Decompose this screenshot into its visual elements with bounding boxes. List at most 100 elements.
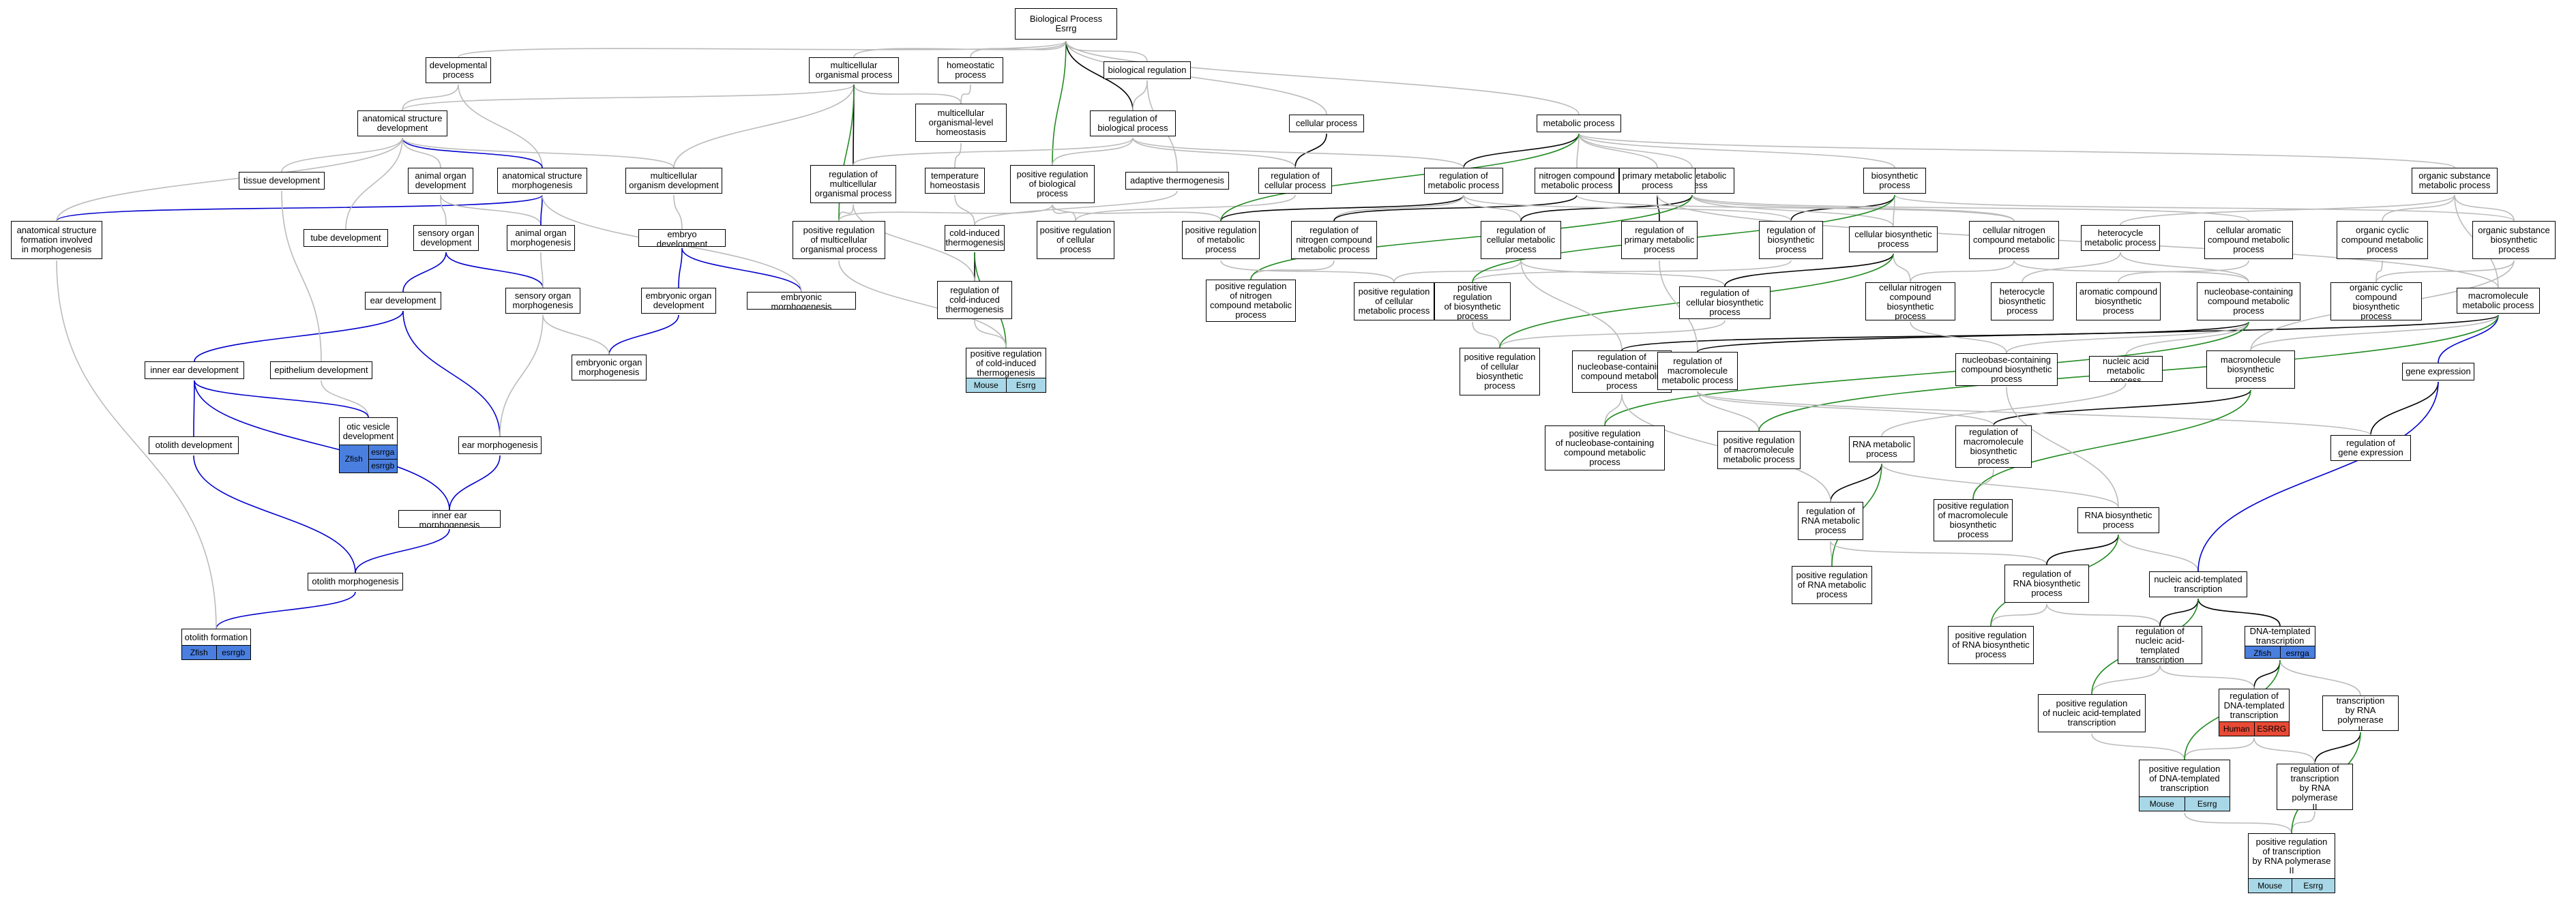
go-term-rnamp[interactable]: RNA metabolic process <box>1849 436 1914 462</box>
go-term-macmp[interactable]: macromolecule metabolic process <box>2457 288 2540 314</box>
go-term-earm[interactable]: ear morphogenesis <box>458 436 542 454</box>
go-term-eom[interactable]: embryonic organ morphogenesis <box>572 355 647 380</box>
go-term-embd[interactable]: embryo development <box>638 229 726 247</box>
go-term-th[interactable]: temperature homeostasis <box>925 168 985 194</box>
go-term-epd[interactable]: epithelium development <box>270 361 372 379</box>
go-term-mp[interactable]: metabolic process <box>1537 115 1621 132</box>
go-term-prtrp2[interactable]: positive regulation of transcription by … <box>2248 833 2335 893</box>
go-term-cp[interactable]: cellular process <box>1289 115 1364 132</box>
go-term-otd[interactable]: otolith development <box>149 436 239 454</box>
go-term-cbsp[interactable]: cellular biosynthetic process <box>1849 226 1938 252</box>
go-term-cncmp[interactable]: cellular nitrogen compound metabolic pro… <box>1969 221 2059 259</box>
go-term-hbsp[interactable]: heterocycle biosynthetic process <box>1991 282 2054 320</box>
go-term-breg[interactable]: biological regulation <box>1104 61 1191 79</box>
go-term-prcit[interactable]: positive regulation of cold-induced ther… <box>966 348 1046 393</box>
go-term-prcbsp[interactable]: positive regulation of cellular biosynth… <box>1460 348 1540 395</box>
go-term-mop[interactable]: multicellular organismal process <box>809 57 899 83</box>
go-term-ocmp[interactable]: organic substance metabolic process <box>2412 168 2498 194</box>
go-term-prrnamp[interactable]: positive regulation of RNA metabolic pro… <box>1792 566 1872 604</box>
is-a-edge <box>954 194 975 226</box>
go-term-asd[interactable]: anatomical structure development <box>357 110 447 136</box>
go-term-rncmp[interactable]: regulation of nitrogen compound metaboli… <box>1291 221 1377 259</box>
go-term-eod[interactable]: embryonic organ development <box>641 288 716 314</box>
go-term-pmp[interactable]: primary metabolic process <box>1619 168 1696 194</box>
go-term-rmbsp[interactable]: regulation of macromolecule biosynthetic… <box>1955 425 2032 468</box>
go-term-rcbsp[interactable]: regulation of cellular biosynthetic proc… <box>1679 286 1771 319</box>
go-term-rpmp[interactable]: regulation of primary metabolic process <box>1621 221 1698 259</box>
go-term-bsp[interactable]: biosynthetic process <box>1863 168 1926 194</box>
go-term-prbsp[interactable]: positive regulation of biosynthetic proc… <box>1434 282 1511 320</box>
go-term-rcp[interactable]: regulation of cellular process <box>1258 168 1332 194</box>
go-term-rbp[interactable]: regulation of biological process <box>1090 110 1176 136</box>
go-term-aom[interactable]: animal organ morphogenesis <box>507 225 575 251</box>
go-term-acbsp[interactable]: aromatic compound biosynthetic process <box>2076 282 2161 320</box>
go-term-mod[interactable]: multicellular organism development <box>625 168 722 194</box>
go-term-rnatt[interactable]: regulation of nucleic acid-templated tra… <box>2118 626 2202 664</box>
go-term-ncmp[interactable]: nitrogen compound metabolic process <box>1535 168 1619 194</box>
go-term-rdtt[interactable]: regulation of DNA-templated transcriptio… <box>2219 689 2290 736</box>
go-term-rtrp2[interactable]: regulation of transcription by RNA polym… <box>2277 764 2353 810</box>
go-term-cit[interactable]: cold-induced thermogenesis <box>945 225 1005 251</box>
go-term-iem[interactable]: inner ear morphogenesis <box>398 510 501 528</box>
is-a-edge <box>2197 598 2281 627</box>
go-term-rrnabsp[interactable]: regulation of RNA biosynthetic process <box>2004 565 2089 603</box>
go-term-rmacmp[interactable]: regulation of macromolecule metabolic pr… <box>1657 352 1738 390</box>
go-term-sod[interactable]: sensory organ development <box>413 225 479 251</box>
go-term-prmacmp[interactable]: positive regulation of macromolecule met… <box>1717 431 1801 469</box>
go-term-rgexp[interactable]: regulation of gene expression <box>2330 435 2411 461</box>
go-term-tubed[interactable]: tube development <box>304 229 388 247</box>
go-term-rcmp[interactable]: regulation of cellular metabolic process <box>1481 221 1561 259</box>
go-term-ead[interactable]: ear development <box>365 292 441 310</box>
go-term-prcmp[interactable]: positive regulation of cellular metaboli… <box>1354 282 1434 320</box>
go-term-prdtt[interactable]: positive regulation of DNA-templated tra… <box>2139 760 2230 811</box>
go-term-rnabsp[interactable]: RNA biosynthetic process <box>2077 507 2159 533</box>
go-term-cncbsp[interactable]: cellular nitrogen compound biosynthetic … <box>1865 282 1955 320</box>
go-term-prnatt[interactable]: positive regulation of nucleic acid-temp… <box>2038 694 2146 732</box>
go-term-prnbcmp[interactable]: positive regulation of nucleobase-contai… <box>1545 425 1665 470</box>
go-term-prbp[interactable]: positive regulation of biological proces… <box>1010 165 1095 203</box>
go-term-rcit[interactable]: regulation of cold-induced thermogenesis <box>937 281 1012 319</box>
go-term-osbp[interactable]: organic substance biosynthetic process <box>2472 221 2556 259</box>
go-term-prncmp[interactable]: positive regulation of nitrogen compound… <box>1206 280 1296 322</box>
go-term-at[interactable]: adaptive thermogenesis <box>1125 172 1229 190</box>
go-term-rrnamp[interactable]: regulation of RNA metabolic process <box>1798 502 1863 540</box>
go-term-asm[interactable]: anatomical structure morphogenesis <box>497 168 587 194</box>
go-term-nbcbsp[interactable]: nucleobase-containing compound biosynthe… <box>1955 353 2058 386</box>
go-term-rmp[interactable]: regulation of metabolic process <box>1424 168 1503 194</box>
go-term-bp[interactable]: Biological Process Esrrg <box>1015 8 1117 40</box>
go-term-prmbsp[interactable]: positive regulation of macromolecule bio… <box>1934 499 2013 541</box>
go-term-rbsp[interactable]: regulation of biosynthetic process <box>1759 221 1823 259</box>
go-term-rnbcmp[interactable]: regulation of nucleobase-containing comp… <box>1572 350 1672 393</box>
go-term-gexp[interactable]: gene expression <box>2402 363 2474 380</box>
go-term-aod[interactable]: animal organ development <box>408 168 473 194</box>
go-term-homeo[interactable]: homeostatic process <box>938 57 1003 83</box>
go-term-prcp[interactable]: positive regulation of cellular process <box>1037 221 1114 259</box>
go-term-otm[interactable]: otolith morphogenesis <box>308 573 403 590</box>
go-term-rmop[interactable]: regulation of multicellular organismal p… <box>810 165 896 203</box>
go-term-hmp[interactable]: heterocycle metabolic process <box>2081 225 2160 251</box>
go-term-prrnabsp[interactable]: positive regulation of RNA biosynthetic … <box>1948 626 2034 664</box>
go-term-occmp[interactable]: organic cyclic compound metabolic proces… <box>2337 221 2428 259</box>
go-term-ied[interactable]: inner ear development <box>145 361 244 379</box>
go-term-som[interactable]: sensory organ morphogenesis <box>505 288 580 314</box>
go-term-embm[interactable]: embryonic morphogenesis <box>747 292 856 310</box>
go-term-label: cellular nitrogen compound biosynthetic … <box>1879 282 1942 320</box>
go-term-namp[interactable]: nucleic acid metabolic process <box>2089 356 2163 382</box>
go-term-natt[interactable]: nucleic acid-templated transcription <box>2149 571 2247 597</box>
go-term-cacmp[interactable]: cellular aromatic compound metabolic pro… <box>2204 221 2293 259</box>
go-term-td[interactable]: tissue development <box>239 172 325 190</box>
go-term-molh[interactable]: multicellular organismal-level homeostas… <box>915 104 1007 142</box>
go-term-nbcmp[interactable]: nucleobase-containing compound metabolic… <box>2197 282 2300 320</box>
is-a-edge <box>2375 260 2515 283</box>
go-term-trp2[interactable]: transcription by RNA polymerase II <box>2322 695 2399 731</box>
go-term-mbsp[interactable]: macromolecule biosynthetic process <box>2206 350 2295 389</box>
go-term-prmp[interactable]: positive regulation of metabolic process <box>1182 221 1260 259</box>
go-term-occbsp[interactable]: organic cyclic compound biosynthetic pro… <box>2330 282 2422 320</box>
go-term-asfm[interactable]: anatomical structure formation involved … <box>11 221 102 259</box>
go-term-dev[interactable]: developmental process <box>426 57 491 83</box>
go-term-prmop[interactable]: positive regulation of multicellular org… <box>793 221 885 259</box>
